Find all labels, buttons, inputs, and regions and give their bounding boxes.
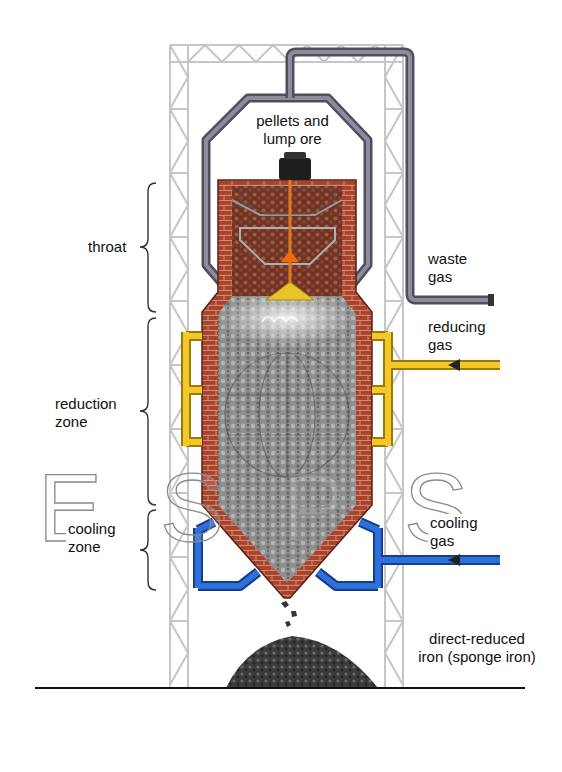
charge xyxy=(232,186,342,296)
ground-line xyxy=(35,687,525,689)
input-label: pellets and lump ore xyxy=(245,112,340,148)
steel-frame xyxy=(170,45,403,688)
sponge-iron-pile xyxy=(226,601,378,688)
zone-label: reduction zone xyxy=(55,395,137,431)
product-label: direct-reduced iron (sponge iron) xyxy=(416,630,538,666)
inlet-label: reducing gas xyxy=(428,318,508,354)
outlet-label: waste gas xyxy=(428,250,488,286)
inlet-label: cooling gas xyxy=(428,514,494,550)
zone-label: throat xyxy=(88,238,138,256)
zone-label: cooling zone xyxy=(66,520,140,556)
